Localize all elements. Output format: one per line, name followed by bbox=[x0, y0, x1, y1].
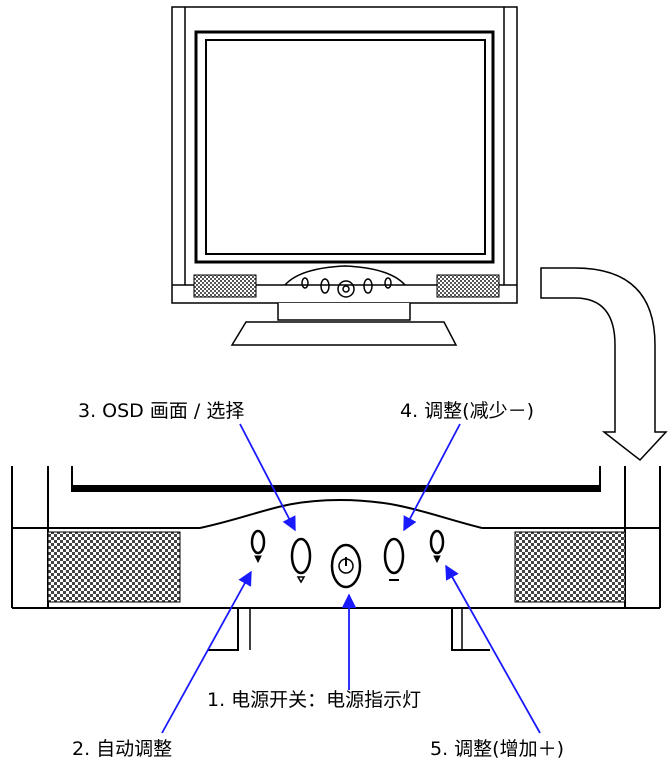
right-speaker-grille-closeup bbox=[514, 531, 626, 603]
leader-osd-select bbox=[239, 423, 296, 532]
label-adjust-plus: 5. 调整(增加＋) bbox=[430, 738, 564, 760]
left-speaker-grille bbox=[193, 274, 257, 298]
control-panel-closeup bbox=[11, 466, 661, 651]
label-osd-select: 3. OSD 画面 / 选择 bbox=[78, 400, 245, 422]
stand-left-post bbox=[208, 608, 239, 651]
power-button[interactable] bbox=[330, 543, 362, 589]
monitor-screen bbox=[194, 30, 495, 264]
leader-adjust-minus bbox=[403, 423, 461, 532]
label-power: 1. 电源开关：电源指示灯 bbox=[207, 689, 422, 711]
leader-auto-adjust bbox=[161, 570, 252, 734]
label-auto-adjust: 2. 自动调整 bbox=[72, 738, 173, 760]
stand-right-post bbox=[451, 608, 490, 651]
adjust-plus-button[interactable] bbox=[429, 529, 445, 564]
left-speaker-grille-closeup bbox=[47, 531, 181, 603]
label-adjust-minus: 4. 调整(减少－) bbox=[400, 400, 534, 422]
curved-down-arrow-icon bbox=[540, 267, 668, 462]
right-speaker-grille bbox=[436, 274, 500, 298]
auto-adjust-button[interactable] bbox=[250, 529, 266, 564]
adjust-minus-button[interactable] bbox=[383, 537, 405, 581]
monitor-bezel bbox=[171, 6, 518, 304]
osd-select-button[interactable] bbox=[290, 537, 312, 584]
monitor-stand bbox=[277, 303, 411, 321]
monitor-front-view bbox=[171, 6, 518, 346]
leader-adjust-plus bbox=[445, 564, 541, 734]
